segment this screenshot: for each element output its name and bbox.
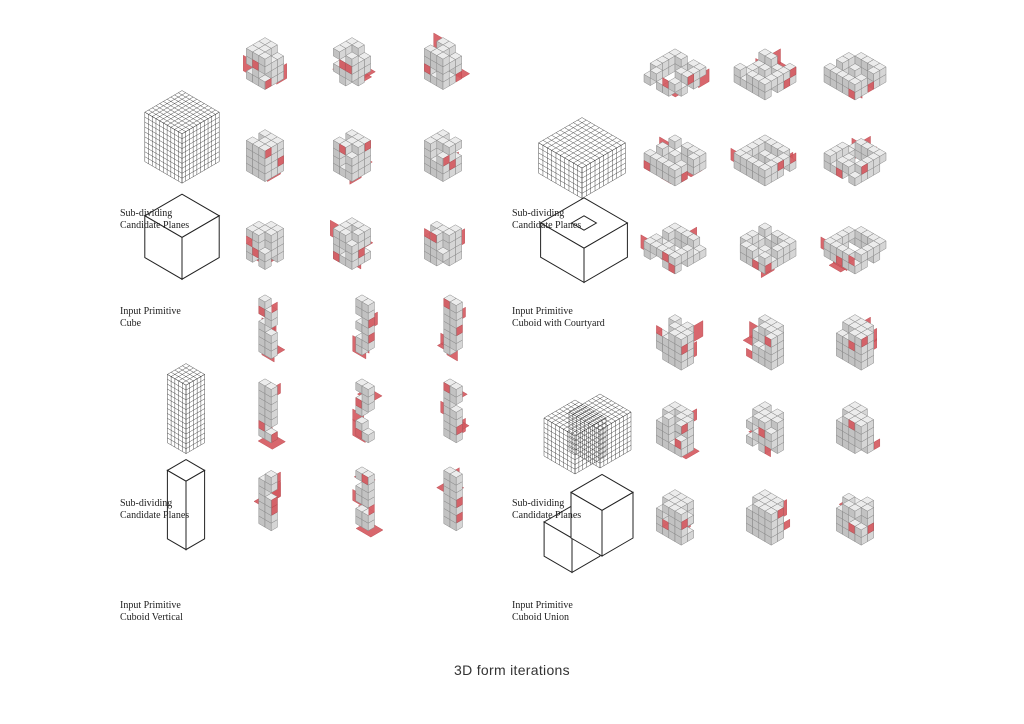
primitive-vertical-grid <box>167 363 205 454</box>
iteration-vertical-4 <box>257 378 286 450</box>
iteration-vertical-6 <box>440 378 470 444</box>
iteration-cube-2 <box>332 37 376 87</box>
iteration-union-3 <box>835 314 877 371</box>
iteration-courtyard-2 <box>733 48 797 101</box>
iteration-cube-5 <box>332 129 373 185</box>
iteration-courtyard-5 <box>730 134 797 187</box>
iteration-courtyard-4 <box>643 134 707 187</box>
primitive-vertical-outline <box>166 459 206 551</box>
iteration-vertical-2 <box>352 294 378 360</box>
iteration-union-9 <box>835 492 875 546</box>
iteration-cube-4 <box>245 129 285 183</box>
iteration-courtyard-1 <box>643 48 710 98</box>
iteration-courtyard-7 <box>640 222 707 275</box>
primitive-union-grid-b <box>568 393 632 469</box>
iteration-union-6 <box>835 401 880 455</box>
iteration-union-5 <box>745 401 785 458</box>
primitive-courtyard-grid <box>538 117 626 199</box>
iteration-union-1 <box>655 314 704 371</box>
iteration-cube-1 <box>243 37 287 91</box>
iteration-vertical-7 <box>253 470 281 532</box>
iteration-vertical-5 <box>352 378 383 444</box>
iteration-courtyard-6 <box>823 135 887 187</box>
iteration-cube-8 <box>330 217 374 271</box>
iteration-union-2 <box>742 314 785 371</box>
iteration-cube-7 <box>245 220 285 271</box>
primitive-cube-outline <box>143 193 221 281</box>
figure-caption: 3D form iterations <box>454 662 570 678</box>
iteration-courtyard-8 <box>739 222 797 279</box>
iteration-vertical-8 <box>352 466 384 538</box>
iteration-vertical-9 <box>436 466 465 532</box>
iteration-union-8 <box>745 489 790 546</box>
primitive-courtyard-outline <box>539 197 629 284</box>
primitive-cube-grid <box>144 90 220 184</box>
iteration-cube-3 <box>423 32 471 91</box>
iteration-vertical-1 <box>258 294 286 363</box>
iteration-vertical-3 <box>437 294 466 362</box>
iteration-courtyard-9 <box>820 226 887 275</box>
iteration-union-7 <box>655 489 695 546</box>
primitive-union-grid-a <box>543 399 607 475</box>
iteration-cube-6 <box>423 129 463 183</box>
iteration-union-4 <box>655 401 700 460</box>
iteration-cube-9 <box>423 220 465 267</box>
iteration-courtyard-3 <box>823 52 887 101</box>
primitive-union-outline-b <box>570 473 634 557</box>
